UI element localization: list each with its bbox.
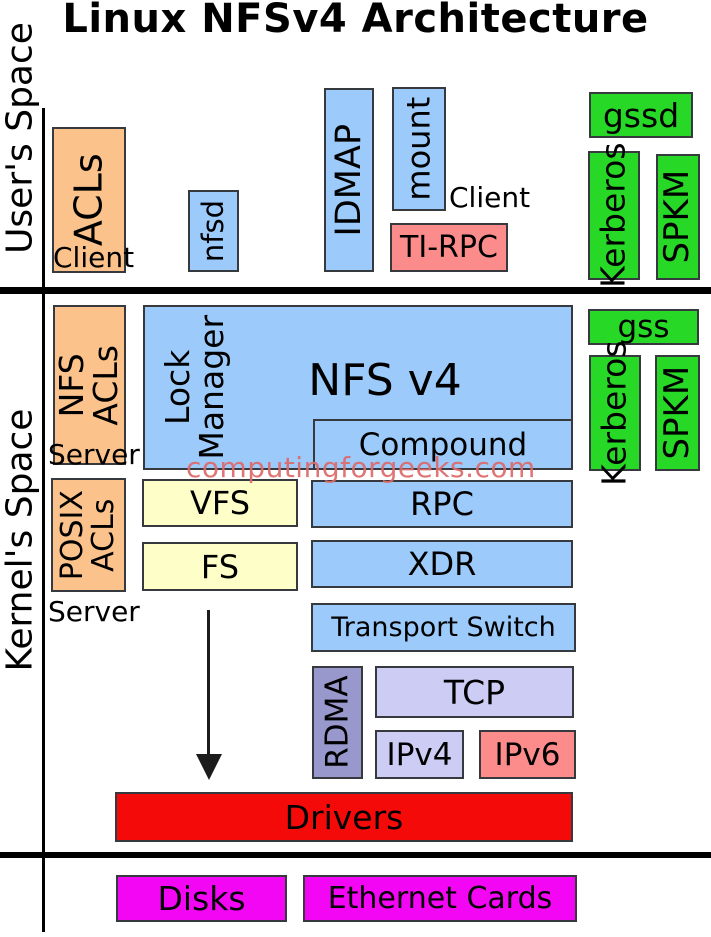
- box-idmap: IDMAP: [324, 88, 374, 272]
- box-vfs: VFS: [142, 479, 298, 527]
- box-drivers-label: Drivers: [284, 797, 404, 837]
- box-transport-switch-label: Transport Switch: [331, 612, 556, 643]
- box-tcp: TCP: [375, 666, 574, 718]
- box-fs: FS: [142, 542, 298, 591]
- box-mount: mount: [392, 87, 446, 211]
- box-xdr: XDR: [311, 540, 573, 588]
- box-gss-label: gss: [617, 309, 670, 345]
- box-nfs-acls-label: NFS ACLs: [52, 344, 126, 426]
- box-posix-acls-label: POSIX ACLs: [55, 489, 122, 581]
- box-nfs-v4-label: NFS v4: [308, 355, 462, 406]
- box-ipv6: IPv6: [479, 730, 576, 779]
- down-arrow-icon: [196, 754, 222, 780]
- lock-manager-area: Lock Manager: [153, 307, 237, 468]
- box-compound-label: Compound: [358, 426, 528, 463]
- box-rpc: RPC: [311, 480, 573, 528]
- box-idmap-label: IDMAP: [328, 123, 369, 237]
- box-transport-switch: Transport Switch: [311, 603, 576, 652]
- box-nfsd: nfsd: [188, 190, 239, 272]
- box-disks: Disks: [116, 875, 287, 922]
- box-fs-label: FS: [200, 547, 240, 586]
- box-mount-label: mount: [399, 97, 438, 201]
- server-annotation-nfs-acls: Server: [48, 438, 140, 471]
- box-vfs-label: VFS: [189, 484, 251, 522]
- box-kerberos-user-label: Kerberos: [593, 142, 633, 289]
- box-gssd: gssd: [589, 92, 693, 138]
- box-acls-label: ACLs: [66, 153, 111, 247]
- box-ipv6-label: IPv6: [494, 736, 561, 773]
- kernel-space-section-label: Kernel's Space: [0, 408, 41, 672]
- box-rdma: RDMA: [312, 666, 363, 779]
- box-acls-client: ACLs: [52, 127, 126, 273]
- box-ti-rpc-label: TI-RPC: [400, 230, 498, 265]
- box-spkm-user: SPKM: [656, 154, 700, 280]
- watermark: computingforgeeks.com: [186, 451, 536, 484]
- left-axis-line: [42, 108, 45, 932]
- box-compound: Compound: [313, 419, 573, 470]
- box-ethernet-cards: Ethernet Cards: [303, 875, 577, 922]
- box-spkm-kernel: SPKM: [655, 355, 700, 471]
- box-ti-rpc: TI-RPC: [390, 223, 508, 272]
- box-disks-label: Disks: [157, 879, 246, 918]
- client-annotation-mount: Client: [449, 181, 531, 214]
- box-kerberos-kernel: Kerberos: [589, 340, 641, 486]
- box-ipv4: IPv4: [375, 730, 464, 779]
- fs-to-drivers-arrow-line: [207, 610, 210, 757]
- lock-manager-label: Lock Manager: [157, 315, 231, 460]
- box-nfsd-label: nfsd: [196, 199, 231, 263]
- box-kerberos-kernel-label: Kerberos: [594, 340, 634, 486]
- diagram-title: Linux NFSv4 Architecture: [62, 0, 649, 42]
- box-xdr-label: XDR: [407, 545, 477, 583]
- user-space-section-label: User's Space: [0, 22, 41, 254]
- client-annotation-acls: Client: [53, 241, 135, 274]
- box-gssd-label: gssd: [602, 95, 680, 135]
- box-posix-acls-server: POSIX ACLs: [51, 478, 126, 592]
- box-drivers: Drivers: [115, 792, 573, 842]
- box-gss: gss: [588, 309, 699, 345]
- user-kernel-divider-line: [0, 287, 711, 294]
- box-ethernet-cards-label: Ethernet Cards: [327, 881, 553, 916]
- box-ipv4-label: IPv4: [386, 736, 453, 773]
- box-spkm-user-label: SPKM: [657, 170, 698, 264]
- server-annotation-posix-acls: Server: [48, 595, 140, 628]
- box-spkm-kernel-label: SPKM: [656, 366, 697, 460]
- box-rpc-label: RPC: [410, 485, 474, 523]
- kernel-hardware-divider-line: [0, 852, 711, 858]
- box-rdma-label: RDMA: [319, 675, 356, 770]
- box-tcp-label: TCP: [443, 672, 506, 712]
- box-kerberos-user: Kerberos: [588, 143, 640, 288]
- box-nfs-acls-server: NFS ACLs: [52, 305, 126, 465]
